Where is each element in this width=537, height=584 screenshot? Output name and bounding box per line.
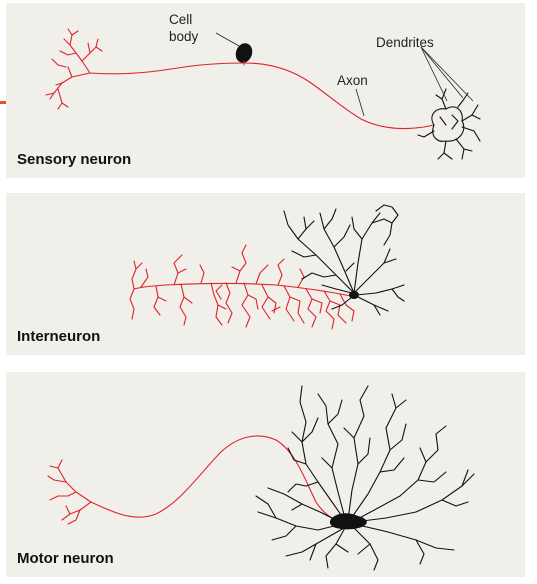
- dendrites-leader-1: [420, 46, 448, 102]
- accent-tick-mark: [0, 101, 7, 104]
- interneuron-label: Interneuron: [17, 328, 101, 345]
- interneuron-diagram: [129, 204, 405, 330]
- sensory-terminal-branches: [417, 88, 481, 160]
- motor-axon: [90, 435, 345, 523]
- motor-neuron-label: Motor neuron: [17, 550, 114, 567]
- sensory-receptor-branches: [45, 28, 103, 110]
- cell-body-leader: [215, 32, 240, 47]
- motor-dendrites: [255, 385, 475, 571]
- dendrites-label: Dendrites: [376, 35, 434, 50]
- dendrites-leader-2: [420, 46, 464, 99]
- sensory-axon: [89, 62, 435, 130]
- sensory-neuron-label: Sensory neuron: [17, 151, 132, 168]
- interneuron-panel: Interneuron: [6, 193, 525, 355]
- motor-neuron-diagram: [47, 385, 475, 571]
- motor-cell-body: [329, 513, 367, 530]
- interneuron-axon-collaterals: [129, 244, 355, 330]
- sensory-neuron-diagram: [45, 28, 481, 160]
- motor-axon-terminals: [47, 459, 92, 525]
- interneuron-dendrites: [283, 204, 405, 316]
- dendrites-leader-3: [420, 46, 474, 102]
- axon-leader: [355, 88, 365, 117]
- sensory-cell-body: [235, 43, 253, 63]
- motor-neuron-panel: Motor neuron: [6, 372, 525, 577]
- axon-label: Axon: [337, 73, 368, 88]
- interneuron-cell-body: [349, 291, 359, 299]
